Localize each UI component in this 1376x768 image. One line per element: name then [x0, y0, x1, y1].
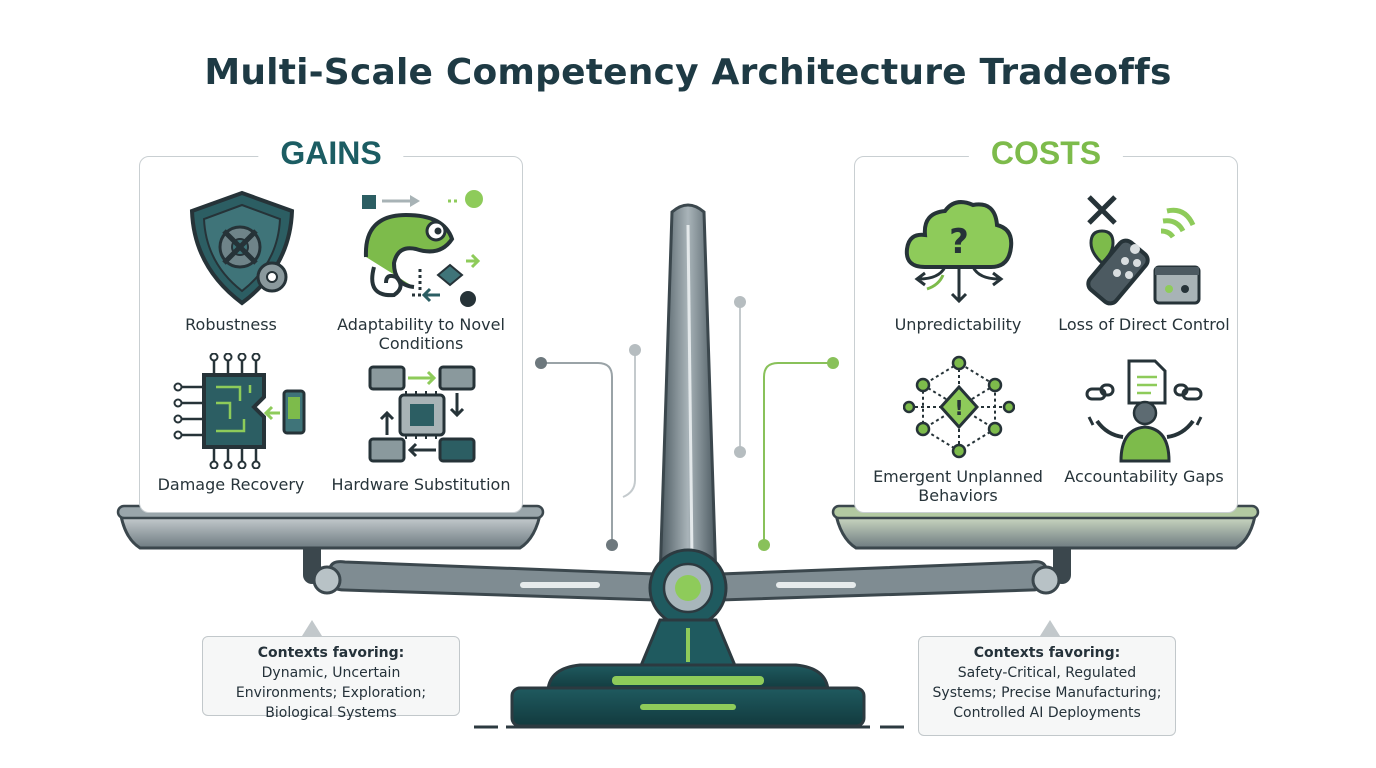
gain-robustness-label: Robustness — [185, 315, 277, 334]
cost-unpredictability-label: Unpredictability — [894, 315, 1022, 334]
remote-control-icon — [1086, 195, 1201, 306]
gain-damage-recovery-label: Damage Recovery — [157, 475, 305, 494]
network-alert-icon: ! — [903, 355, 1015, 459]
page-title: Multi-Scale Competency Architecture Trad… — [204, 52, 1172, 93]
scale-pillar — [658, 203, 718, 582]
gains-contexts-callout: Contexts favoring: Dynamic, Uncertain En… — [202, 636, 460, 721]
beam-highlight — [776, 582, 856, 588]
gains-contexts-heading: Contexts favoring: — [257, 645, 405, 661]
connector-dot — [758, 539, 770, 551]
connector-dot — [629, 344, 641, 356]
cost-accountability-gaps-label: Accountability Gaps — [1064, 467, 1224, 486]
gains-panel: GAINS Robustness Adaptability to Novel C… — [139, 135, 523, 513]
costs-contexts-heading: Contexts favoring: — [973, 645, 1121, 661]
svg-text:!: ! — [954, 396, 963, 420]
beam-highlight — [520, 582, 600, 588]
pivot-right — [1031, 565, 1061, 595]
scale-beam-right — [719, 560, 1048, 602]
pillar-highlight — [686, 224, 694, 561]
gain-hardware-substitution-label: Hardware Substitution — [331, 475, 511, 494]
connector-dot — [606, 539, 618, 551]
connector-dot — [827, 357, 839, 369]
scale-beam-left — [328, 560, 657, 602]
base-light — [640, 704, 736, 710]
pivot-left — [312, 565, 342, 595]
shield-gear-icon — [189, 190, 295, 306]
person-shrug-icon — [1085, 359, 1203, 463]
scale-pan-left — [118, 508, 543, 550]
costs-contexts-body: Safety-Critical, Regulated Systems; Prec… — [932, 665, 1162, 721]
question-cloud-icon: ? — [904, 200, 1014, 304]
costs-heading: COSTS — [968, 135, 1124, 172]
hub-light — [675, 575, 701, 601]
cost-emergent-behaviors-label: Emergent Unplanned Behaviors — [873, 467, 1043, 505]
connector-dot — [734, 296, 746, 308]
chameleon-icon — [362, 190, 483, 307]
gains-heading: GAINS — [258, 135, 404, 172]
connector-lines — [541, 302, 833, 545]
base-light — [612, 676, 764, 685]
circuit-repair-icon — [173, 353, 306, 469]
chip-swap-icon — [368, 365, 476, 463]
connector-dot — [535, 357, 547, 369]
costs-contexts-callout: Contexts favoring: Safety-Critical, Regu… — [918, 636, 1176, 736]
cost-loss-of-control-label: Loss of Direct Control — [1058, 315, 1230, 334]
svg-text:?: ? — [949, 222, 969, 262]
scale-pan-right — [833, 508, 1258, 550]
callout-pointer-left — [302, 620, 322, 636]
connector-dot — [734, 446, 746, 458]
gain-adaptability-label: Adaptability to Novel Conditions — [337, 315, 505, 353]
costs-panel: COSTS ? Unpredictability Loss of Direct … — [854, 135, 1238, 513]
callout-pointer-right — [1040, 620, 1060, 636]
gains-contexts-body: Dynamic, Uncertain Environments; Explora… — [235, 665, 427, 721]
